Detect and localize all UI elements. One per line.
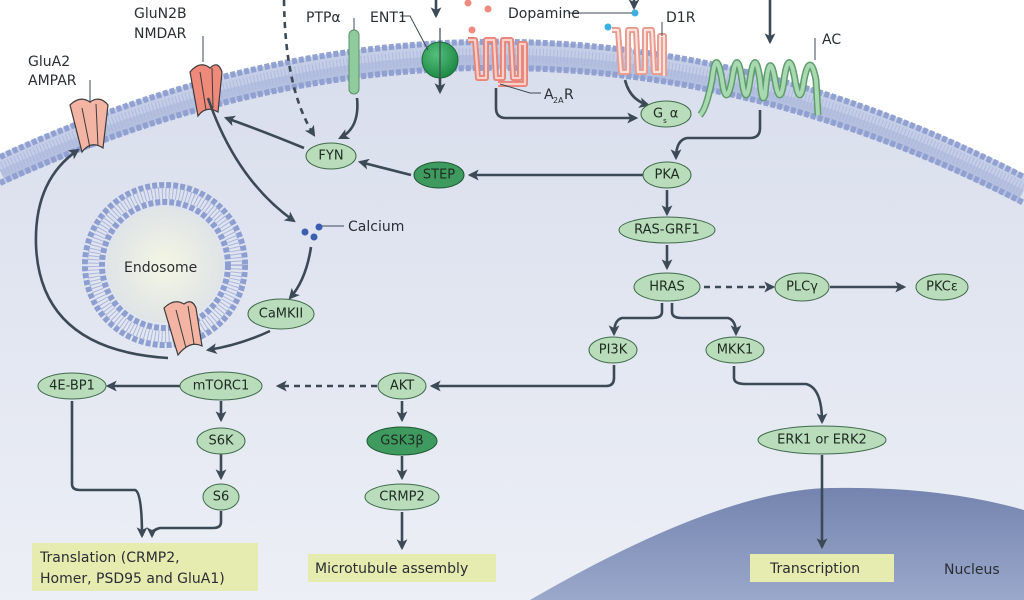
node-hras-label: HRAS [649,280,684,295]
node-pkc-epsilon-label: PKCε [926,280,958,295]
node-pkc-epsilon: PKCε [915,273,969,301]
node-mkk1: MKK1 [705,336,765,364]
label-ac: AC [822,32,841,48]
node-ras-grf1: RAS-GRF1 [618,216,716,244]
d1r-receptor-icon [612,27,667,76]
label-endosome: Endosome [124,260,197,276]
glun2b-nmdar-channel-icon [189,64,223,118]
node-akt: AKT [377,372,427,400]
node-pka-label: PKA [654,168,679,183]
ptpa-icon [348,29,360,95]
node-plc-gamma-label: PLCγ [786,280,818,295]
label-a2ar: A 2A R [544,87,574,105]
label-ent1: ENT1 [370,10,407,26]
plasma-membrane [0,40,1024,203]
label-calcium: Calcium [348,219,404,235]
outcome-translation-line1: Translation (CRMP2, [39,550,180,566]
outcome-transcription: Transcription [750,554,894,582]
label-a2ar-sub: 2A [553,96,564,105]
node-mtorc1-label: mTORC1 [193,379,250,394]
node-gs-alpha: G s α [640,100,692,128]
node-pi3k-label: PI3K [599,343,628,358]
node-crmp2: CRMP2 [364,483,440,511]
node-mtorc1: mTORC1 [179,371,263,401]
dopamine-molecules-icon [604,9,639,31]
outcome-microtubule-assembly: Microtubule assembly [308,554,496,582]
node-s6-label: S6 [213,490,230,505]
node-camkii-label: CaMKII [259,307,303,322]
label-a2ar-tail: R [564,87,574,103]
node-fyn: FYN [305,142,357,170]
node-4e-bp1-label: 4E-BP1 [49,379,95,394]
node-crmp2-label: CRMP2 [379,490,424,505]
node-gs-alpha-sub: s [663,117,667,125]
node-akt-label: AKT [390,379,414,394]
outcome-translation-line2: Homer, PSD95 and GluA1) [40,571,225,587]
a2ar-receptor-icon [468,37,528,87]
node-hras: HRAS [633,272,701,302]
node-gs-alpha-tail: α [670,107,679,122]
node-pi3k: PI3K [588,336,638,364]
label-d1r: D1R [666,10,696,26]
node-erk: ERK1 or ERK2 [757,425,887,455]
outcome-translation: Translation (CRMP2, Homer, PSD95 and Glu… [32,543,258,591]
node-pka: PKA [642,161,692,189]
label-glua2: GluA2 [28,54,70,70]
adenylyl-cyclase-icon [697,59,822,118]
node-erk-label: ERK1 or ERK2 [777,433,867,448]
node-camkii: CaMKII [247,298,315,330]
node-gs-alpha-main: G [653,107,663,122]
node-gsk3b-label: GSK3β [380,434,423,449]
glua2-ampar-channel-icon [69,98,109,154]
label-ampar: AMPAR [28,73,77,89]
label-dopamine: Dopamine [508,6,580,22]
node-4e-bp1: 4E-BP1 [37,372,107,400]
node-ras-grf1-label: RAS-GRF1 [634,223,700,238]
node-s6: S6 [202,483,240,511]
node-plc-gamma: PLCγ [774,272,830,302]
node-mkk1-label: MKK1 [717,343,754,358]
label-a2ar-main: A [544,87,554,103]
node-step-label: STEP [423,168,455,183]
outcome-microtubule-label: Microtubule assembly [315,561,468,577]
node-s6k: S6K [196,427,246,455]
endosomal-ampar-channel-icon [163,301,203,357]
adenosine-molecules-icon [464,0,492,34]
node-step: STEP [413,161,465,189]
nucleus [530,487,1024,600]
outcome-transcription-label: Transcription [769,561,860,577]
label-ptpa: PTPα [306,10,341,26]
cytoplasm [0,54,1024,600]
label-nmdar: NMDAR [134,26,187,42]
label-glun2b: GluN2B [134,6,187,22]
node-s6k-label: S6K [208,434,234,449]
calcium-ions-icon [301,223,323,241]
label-nucleus: Nucleus [944,562,1000,578]
node-fyn-label: FYN [318,149,343,164]
endosome [82,182,248,348]
node-gsk3b: GSK3β [366,426,438,456]
